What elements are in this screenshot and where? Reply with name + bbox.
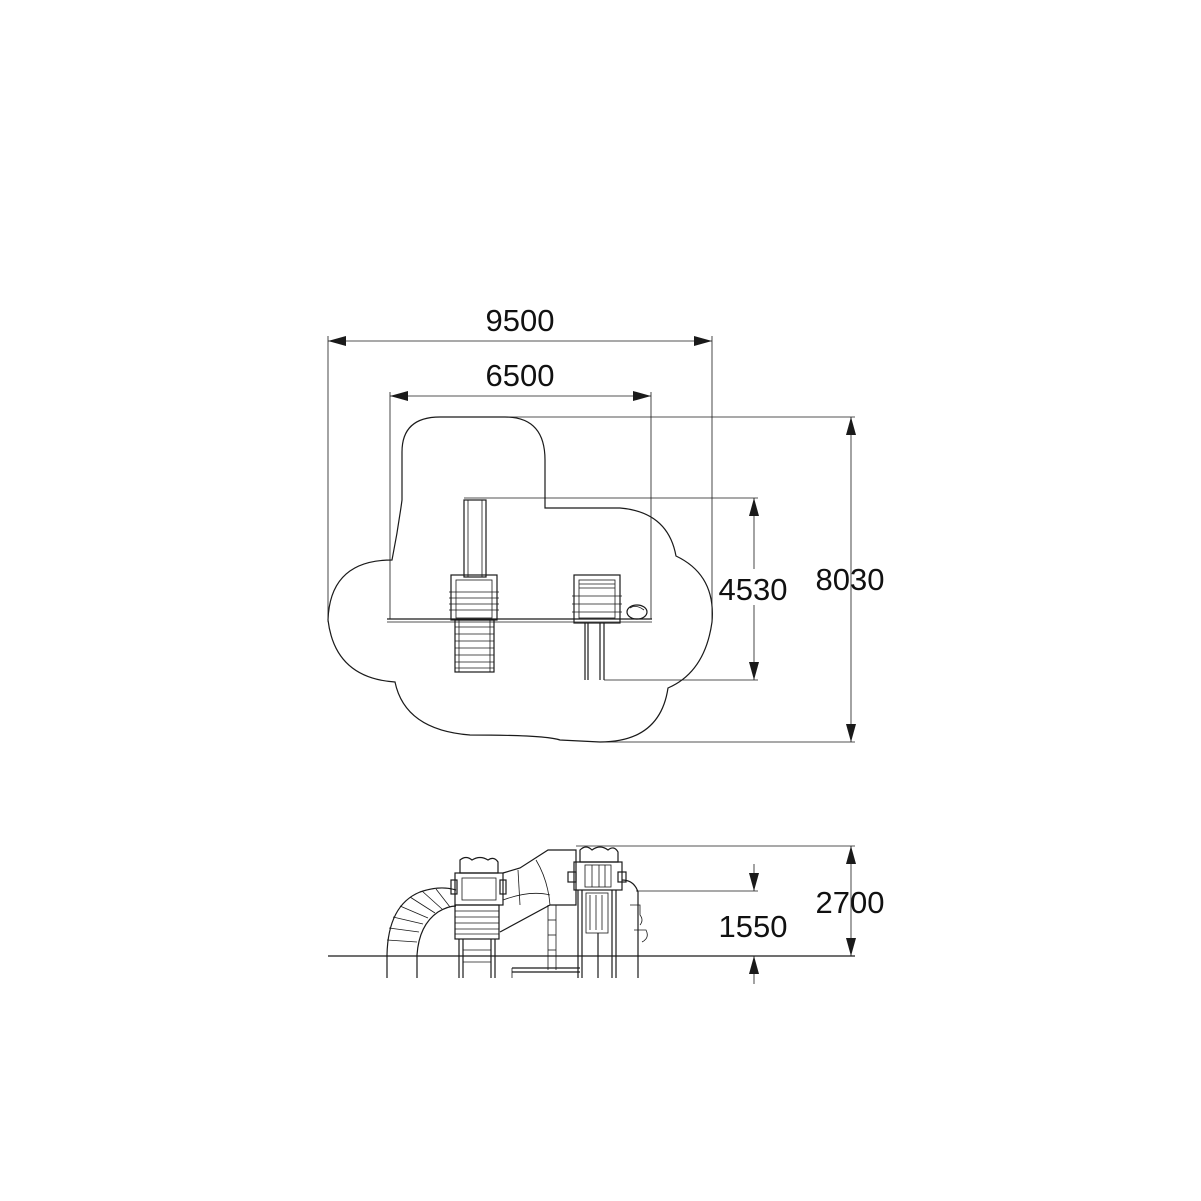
dimension-label-6500: 6500 bbox=[486, 358, 555, 393]
dimension-total-height: 2700 bbox=[576, 845, 885, 956]
elevation-view bbox=[328, 846, 855, 978]
dimension-overall-depth: 8030 bbox=[505, 416, 885, 743]
bridge-elevation bbox=[499, 849, 580, 978]
plan-view bbox=[327, 416, 713, 743]
dimension-label-4530: 4530 bbox=[719, 572, 788, 607]
dimension-label-8030: 8030 bbox=[816, 562, 885, 597]
left-tower-elevation bbox=[450, 856, 507, 978]
dimension-platform-height: 1550 bbox=[636, 864, 787, 984]
dimension-label-9500: 9500 bbox=[486, 303, 555, 338]
safety-zone-outline bbox=[327, 416, 713, 743]
dimension-inner-width: 6500 bbox=[389, 358, 652, 619]
right-tower-plan bbox=[572, 574, 648, 680]
dimension-inner-depth: 4530 bbox=[464, 497, 792, 681]
dimension-label-2700: 2700 bbox=[816, 885, 885, 920]
right-tower-elevation bbox=[567, 846, 648, 978]
tube-slide-elevation bbox=[386, 887, 457, 978]
dimension-label-1550: 1550 bbox=[719, 909, 788, 944]
left-tower-plan bbox=[449, 499, 499, 673]
dimension-overall-width: 9500 bbox=[327, 303, 713, 622]
